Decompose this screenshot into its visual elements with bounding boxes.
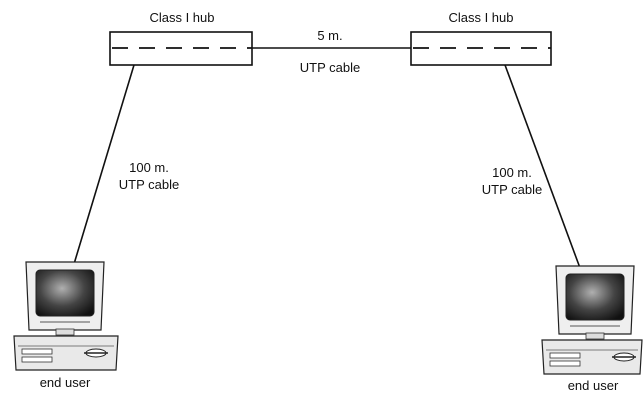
right-computer-icon: [541, 265, 643, 375]
right-link-cable: UTP cable: [481, 182, 543, 197]
left-computer-icon: [13, 261, 119, 371]
right-hub-icon: [410, 31, 552, 66]
left-user-label: end user: [39, 375, 91, 390]
left-hub-label: Class I hub: [149, 10, 215, 25]
left-user-cable: [73, 64, 135, 265]
hub-link-length: 5 m.: [317, 28, 343, 43]
right-user-cable: [504, 64, 581, 269]
left-link-cable: UTP cable: [118, 177, 180, 192]
right-link-length: 100 m.: [492, 165, 532, 180]
left-hub-icon: [109, 31, 253, 66]
right-user-label: end user: [567, 378, 619, 393]
right-hub-label: Class I hub: [448, 10, 514, 25]
left-link-length: 100 m.: [129, 160, 169, 175]
hub-link-cable: UTP cable: [299, 60, 361, 75]
